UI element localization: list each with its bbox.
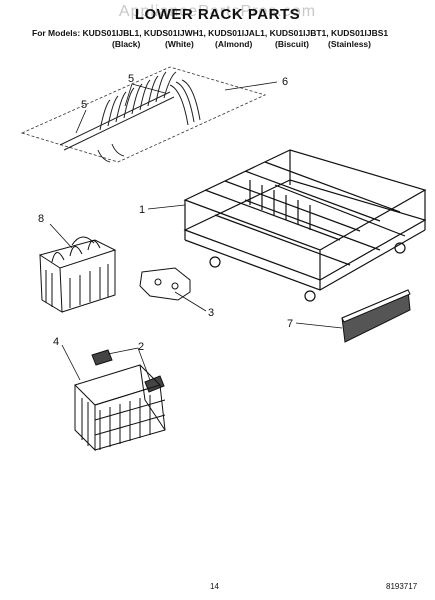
callout-1: 1 — [139, 204, 145, 216]
callout-2: 2 — [138, 341, 144, 353]
document-number: 8193717 — [386, 582, 418, 591]
watermark: AppliancePartsPros.com — [118, 3, 317, 20]
color-label-black: (Black) — [112, 39, 141, 49]
page-number: 14 — [210, 582, 219, 591]
folding-tine-row — [59, 71, 201, 163]
callout-5b: 5 — [81, 99, 87, 111]
silverware-basket-large — [74, 364, 166, 452]
color-label-stainless: (Stainless) — [328, 39, 371, 49]
callout-7: 7 — [287, 318, 293, 330]
color-label-almond: (Almond) — [215, 39, 253, 49]
callout-4: 4 — [53, 336, 59, 348]
callout-3: 3 — [208, 307, 214, 319]
tine-row-outline — [20, 66, 267, 163]
callout-labels: 1 2 3 4 5 5 6 7 8 — [38, 73, 293, 353]
callout-8: 8 — [38, 213, 44, 225]
basket-lids — [91, 349, 165, 393]
lower-rack — [183, 149, 427, 302]
rack-clip — [139, 267, 191, 301]
models-line: For Models: KUDS01IJBL1, KUDS01IJWH1, KU… — [32, 28, 389, 38]
page-title: LOWER RACK PARTS — [134, 6, 301, 23]
filter-panel — [341, 289, 411, 343]
leader-lines — [49, 81, 343, 381]
color-label-white: (White) — [165, 39, 194, 49]
color-label-biscuit: (Biscuit) — [275, 39, 309, 49]
callout-6: 6 — [282, 76, 288, 88]
callout-5a: 5 — [128, 73, 134, 85]
silverware-basket-small — [38, 236, 117, 313]
